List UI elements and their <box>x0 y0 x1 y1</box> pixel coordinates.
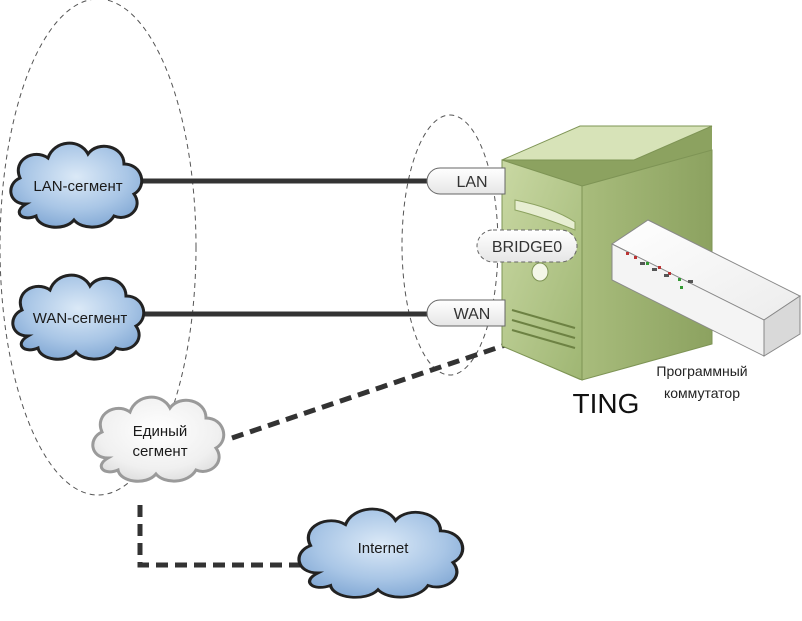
unified-segment-label-line2: сегмент <box>132 443 187 460</box>
unified-segment-label-line1: Единый <box>133 423 188 440</box>
unified-segment-cloud: Единый сегмент <box>91 395 226 483</box>
unified-to-internet-link <box>137 505 305 568</box>
segments-group-ellipse <box>0 0 197 496</box>
bridge-interface-label: BRIDGE0 <box>492 239 562 256</box>
lan-segment-cloud: LAN-сегмент <box>9 141 144 229</box>
software-switch-icon <box>611 219 801 357</box>
server-name: TING <box>573 388 640 419</box>
lan-interface-label: LAN <box>456 174 487 191</box>
wan-segment-cloud: WAN-сегмент <box>11 273 146 361</box>
lan-segment-label: LAN-сегмент <box>33 178 122 195</box>
bridge-interface: BRIDGE0 <box>476 229 578 263</box>
switch-caption-line2: коммутатор <box>664 385 740 401</box>
lan-interface: LAN <box>426 167 506 195</box>
internet-label: Internet <box>358 540 410 557</box>
wan-interface-label: WAN <box>454 306 491 323</box>
switch-caption-line1: Программный <box>656 363 747 379</box>
wan-interface: WAN <box>426 299 506 327</box>
wan-segment-label: WAN-сегмент <box>33 310 128 327</box>
